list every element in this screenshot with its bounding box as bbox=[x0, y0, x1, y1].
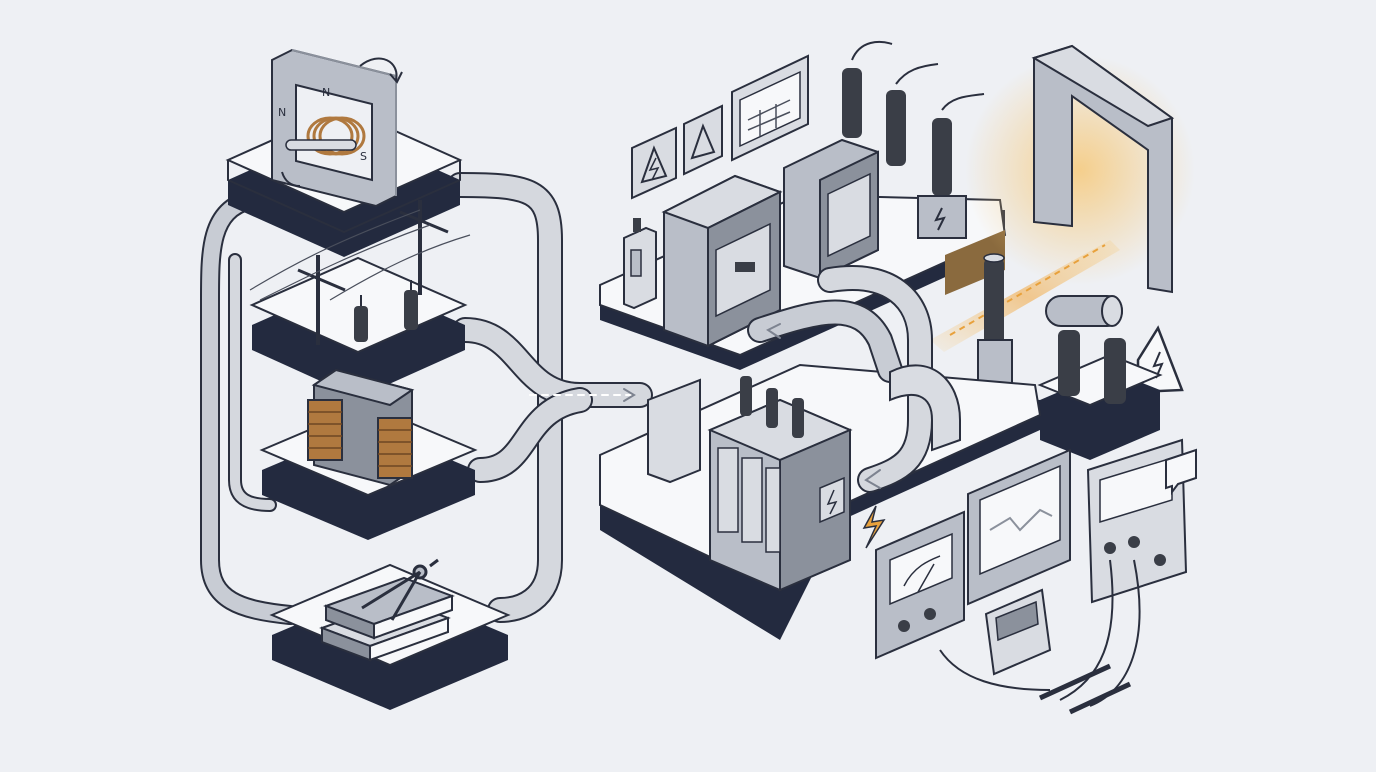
insulator-icon bbox=[354, 280, 418, 342]
utility-pole-icon bbox=[249, 200, 471, 345]
bushing-icon bbox=[842, 41, 985, 239]
support-frame-icon bbox=[647, 364, 961, 484]
left-connector-pipes bbox=[200, 172, 653, 625]
oscilloscope-icon bbox=[967, 448, 1071, 606]
switchgear-cabinet-icon bbox=[661, 138, 879, 348]
warning-sign-icon bbox=[631, 104, 1184, 394]
transformer-core-icon bbox=[307, 368, 415, 487]
transformer-tank-icon bbox=[707, 376, 853, 592]
analog-meter-icon bbox=[875, 510, 965, 660]
magnet-south-label: S bbox=[360, 150, 367, 163]
magnet-generator-icon: N N S bbox=[271, 48, 403, 208]
steel-gate-icon bbox=[930, 44, 1195, 352]
schematic-screen-icon bbox=[731, 54, 809, 162]
test-probe-icon bbox=[939, 559, 1141, 715]
books-icon bbox=[319, 576, 455, 662]
drafting-compass-icon bbox=[361, 558, 439, 621]
magnet-north-label-top: N bbox=[322, 86, 330, 99]
speech-bubble-icon bbox=[1165, 448, 1197, 495]
current-transformer-icon bbox=[1037, 295, 1163, 460]
flow-arrows bbox=[747, 265, 933, 493]
signal-generator-icon bbox=[1086, 438, 1188, 604]
magnet-north-label: N bbox=[278, 106, 286, 119]
circuit-breaker-icon bbox=[623, 218, 657, 310]
multimeter-icon bbox=[984, 588, 1052, 676]
lightning-bolt-icon bbox=[862, 505, 886, 549]
